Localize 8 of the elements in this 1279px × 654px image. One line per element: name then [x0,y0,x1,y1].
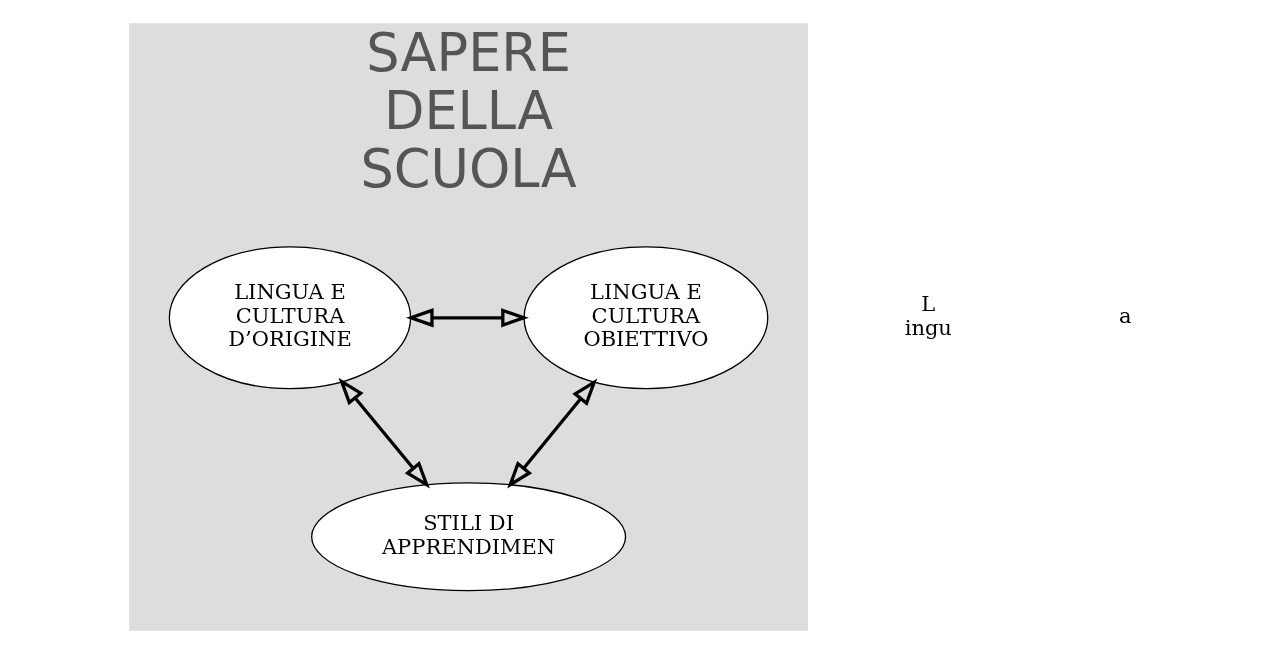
label: a [1118,302,1132,328]
arrow [405,308,529,328]
label: L ingu [904,290,952,340]
node-ellipse: LINGUA E CULTURA OBIETTIVO [522,246,768,390]
arrow [506,378,597,489]
arrow [338,377,430,489]
node-ellipse: STILI DI APPRENDIMEN [310,482,626,592]
node-ellipse: LINGUA E CULTURA D’ORIGINE [168,246,411,390]
